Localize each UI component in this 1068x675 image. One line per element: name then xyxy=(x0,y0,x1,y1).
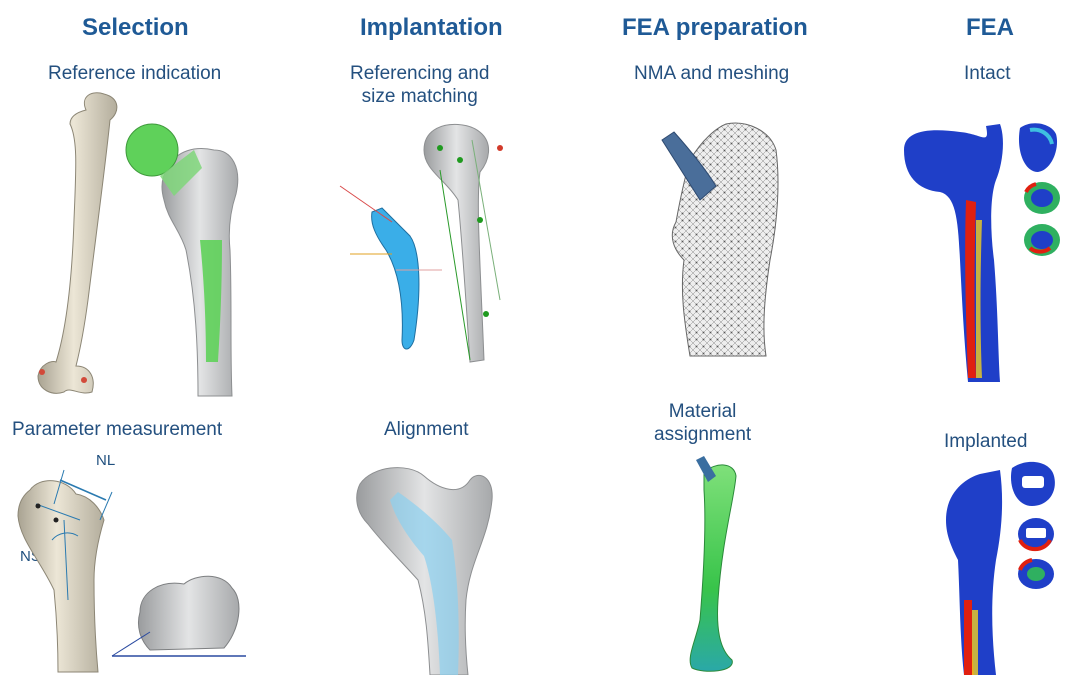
referencing-size-matching-figure xyxy=(340,124,503,362)
proximal-femur-reference xyxy=(126,124,238,396)
material-assignment-figure xyxy=(690,456,736,671)
fea-intact-figure xyxy=(904,123,1060,382)
full-femur-illustration xyxy=(38,93,117,393)
fea-implanted-figure xyxy=(946,462,1055,675)
parameter-measurement-figure xyxy=(18,470,246,672)
nma-meshing-figure xyxy=(662,123,778,356)
alignment-figure xyxy=(357,468,492,675)
